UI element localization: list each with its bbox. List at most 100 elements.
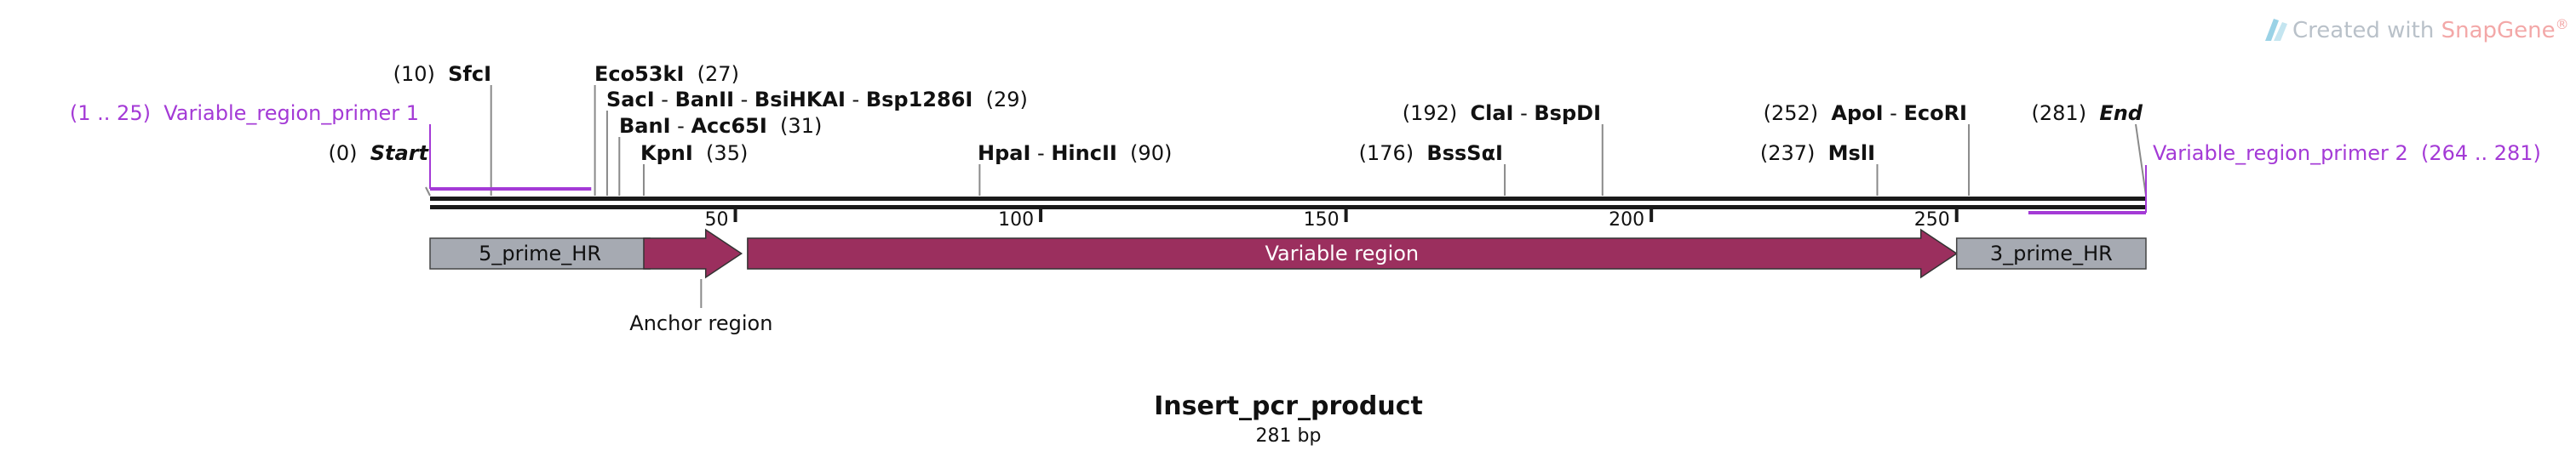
site-label: (10) SfcI xyxy=(393,62,491,86)
site-separator: - xyxy=(846,88,866,111)
site-saci: SacI - BanII - BsiHKAI - Bsp1286I (29) xyxy=(605,88,1028,196)
site-enzyme-name: BanI xyxy=(619,114,671,138)
site-position: (90) xyxy=(1117,141,1173,165)
site-enzyme-name: KpnI xyxy=(640,141,693,165)
site-separator: - xyxy=(734,88,754,111)
site-position: (281) xyxy=(2032,101,2100,125)
site-position: (237) xyxy=(1760,141,1828,165)
watermark: Created with SnapGene® xyxy=(2265,16,2569,43)
sequence-length: 281 bp xyxy=(1256,425,1322,447)
feature-3-prime-hr: 3_prime_HR xyxy=(1955,237,2147,270)
ruler-tick-mark xyxy=(733,208,737,222)
site-enzyme-name: BspDI xyxy=(1534,101,1601,125)
site-position: (35) xyxy=(693,141,749,165)
sequence-name: Insert_pcr_product xyxy=(1154,391,1423,421)
site-separator: - xyxy=(1030,141,1051,165)
ruler-tick-250: 250 xyxy=(1914,208,1959,231)
site-label: (237) MslI xyxy=(1760,141,1875,165)
site-leader-line xyxy=(425,186,431,197)
site-end: (281) End xyxy=(2032,101,2147,197)
ruler-tick-label: 150 xyxy=(1304,209,1340,231)
backbone xyxy=(430,197,2146,209)
site-kpni: KpnI (35) xyxy=(640,141,748,196)
feature-anchor-region: Anchor region xyxy=(629,228,772,335)
feature-label: 3_prime_HR xyxy=(1990,242,2113,265)
site-label: HpaI - HincII (90) xyxy=(978,141,1172,165)
site-position: (10) xyxy=(393,62,449,86)
ruler: 50 100 150 200 250 xyxy=(705,208,1959,231)
site-enzyme-name: End xyxy=(2099,101,2143,125)
site-position: (192) xyxy=(1403,101,1471,125)
feature-arrow xyxy=(643,228,743,279)
site-enzyme-name: Eco53kI xyxy=(594,62,684,86)
site-enzyme-name: EcoRI xyxy=(1903,101,1967,125)
site-enzyme-name: Bsp1286I xyxy=(866,88,972,111)
ruler-tick-mark xyxy=(1039,208,1043,222)
restriction-sites: (0) Start (10) SfcI Eco53kI (27)SacI - Ban… xyxy=(328,62,2147,197)
site-separator: - xyxy=(1513,101,1534,125)
feature-box xyxy=(429,237,651,270)
primer-range: (1 .. 25) xyxy=(70,101,151,125)
ruler-tick-200: 200 xyxy=(1609,208,1654,231)
watermark-brand: SnapGene xyxy=(2441,18,2556,43)
primer-primer2: Variable_region_primer 2 (264 .. 281) xyxy=(2028,141,2541,214)
site-start: (0) Start xyxy=(328,141,431,197)
site-apoi: (252) ApoI - EcoRI xyxy=(1764,101,1971,196)
site-label: Eco53kI (27) xyxy=(594,62,739,86)
site-label: (176) BssSαI xyxy=(1359,141,1503,165)
site-enzyme-name: ApoI xyxy=(1831,101,1883,125)
svg-text:Created with SnapGene®: Created with SnapGene® xyxy=(2292,16,2569,43)
site-label: (252) ApoI - EcoRI xyxy=(1764,101,1967,125)
site-bani: BanI - Acc65I (31) xyxy=(618,114,822,196)
site-label: (281) End xyxy=(2032,101,2143,125)
site-bsssai: (176) BssSαI xyxy=(1359,141,1506,196)
ruler-tick-label: 200 xyxy=(1609,209,1644,231)
ruler-tick-label: 250 xyxy=(1914,209,1950,231)
ruler-tick-50: 50 xyxy=(705,208,737,231)
ruler-tick-label: 100 xyxy=(998,209,1034,231)
primer-primer1: (1 .. 25) Variable_region_primer 1 xyxy=(70,101,592,191)
site-enzyme-name: BanII xyxy=(675,88,734,111)
site-enzyme-name: HincII xyxy=(1051,141,1116,165)
site-leader-line xyxy=(2135,123,2147,197)
site-separator: - xyxy=(671,114,691,138)
feature-arrow xyxy=(747,228,1959,279)
site-enzyme-name: MslI xyxy=(1828,141,1875,165)
ruler-tick-100: 100 xyxy=(998,208,1043,231)
site-label: (0) Start xyxy=(328,141,429,165)
site-enzyme-name: HpaI xyxy=(978,141,1030,165)
site-enzyme-name: Acc65I xyxy=(691,114,766,138)
site-enzyme-name: SfcI xyxy=(448,62,491,86)
snapgene-logo-icon xyxy=(2265,19,2287,41)
watermark-prefix: Created with xyxy=(2292,18,2441,43)
site-enzyme-name: ClaI xyxy=(1471,101,1514,125)
ruler-tick-mark xyxy=(1649,208,1654,222)
ruler-tick-label: 50 xyxy=(705,209,729,231)
site-msli: (237) MslI xyxy=(1760,141,1879,196)
feature-label: Anchor region xyxy=(629,311,772,335)
site-enzyme-name: Start xyxy=(370,141,430,165)
site-position: (31) xyxy=(767,114,823,138)
site-enzyme-name: BssSαI xyxy=(1426,141,1503,165)
site-hpai: HpaI - HincII (90) xyxy=(978,141,1172,196)
feature-box xyxy=(1955,237,2147,270)
ruler-tick-150: 150 xyxy=(1304,208,1348,231)
primer-range: (264 .. 281) xyxy=(2421,141,2541,165)
site-label: SacI - BanII - BsiHKAI - Bsp1286I (29) xyxy=(606,88,1028,111)
site-enzyme-name: SacI xyxy=(606,88,655,111)
feature-5-prime-hr: 5_prime_HR xyxy=(429,237,651,270)
ruler-tick-mark xyxy=(1344,208,1348,222)
feature-label: 5_prime_HR xyxy=(479,242,601,265)
site-eco53ki: Eco53kI (27) xyxy=(594,62,739,196)
site-label: KpnI (35) xyxy=(640,141,748,165)
site-sfci: (10) SfcI xyxy=(393,62,492,196)
primer-label: (1 .. 25) Variable_region_primer 1 xyxy=(70,101,419,125)
site-position: (252) xyxy=(1764,101,1832,125)
site-position: (176) xyxy=(1359,141,1427,165)
site-clai: (192) ClaI - BspDI xyxy=(1403,101,1604,196)
site-separator: - xyxy=(1884,101,1904,125)
site-label: BanI - Acc65I (31) xyxy=(619,114,822,138)
site-label: (192) ClaI - BspDI xyxy=(1403,101,1601,125)
primer-name: Variable_region_primer 1 xyxy=(164,101,419,125)
